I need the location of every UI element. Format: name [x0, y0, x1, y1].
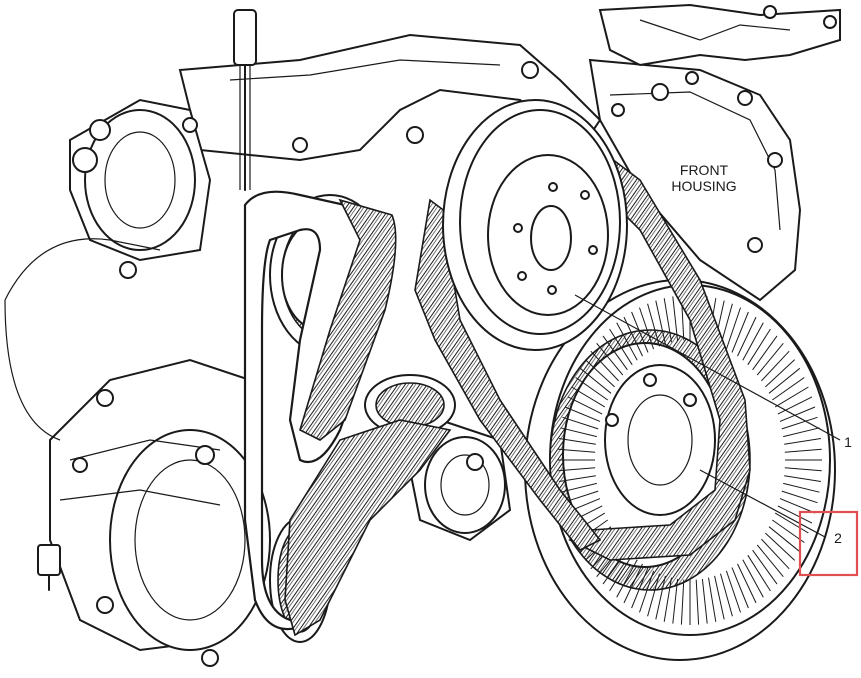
front-housing-label-line1: FRONT — [680, 162, 729, 178]
damper-fin — [774, 386, 809, 408]
damper-fin — [655, 300, 666, 345]
damper-fin — [560, 482, 597, 493]
callout-2-leader — [699, 469, 826, 538]
damper-fin — [781, 490, 818, 504]
fan-pulley — [442, 99, 628, 351]
compressor-belt — [243, 190, 452, 637]
damper-fin — [761, 538, 790, 570]
damper-fin — [731, 567, 749, 609]
main-belt — [414, 148, 751, 561]
damper-fin — [781, 416, 818, 430]
front-housing-label: FRONT HOUSING — [671, 162, 736, 194]
damper-fin — [590, 350, 619, 382]
damper-fin — [663, 577, 672, 622]
damper-fin — [752, 549, 778, 585]
damper-fin — [672, 578, 679, 624]
damper-fin — [708, 577, 717, 622]
damper-fin — [756, 544, 784, 578]
damper-fin — [616, 559, 638, 598]
damper-fin — [720, 573, 733, 617]
damper-fin — [737, 563, 757, 604]
damper-fin — [609, 554, 633, 592]
damper-fin — [752, 335, 778, 371]
damper-fin — [784, 475, 821, 482]
front-housing-label-line2: HOUSING — [671, 178, 736, 194]
damper-fin — [564, 406, 601, 422]
damper-fin — [784, 448, 822, 453]
callout-2: 2 — [699, 469, 859, 577]
damper-fin — [602, 335, 628, 371]
callout-2-number: 2 — [834, 530, 842, 546]
damper-fin — [609, 328, 633, 366]
damper-fin — [783, 482, 820, 493]
damper-fin — [631, 311, 649, 353]
damper-fin — [558, 467, 596, 472]
damper-fin — [559, 438, 596, 445]
damper-fin — [783, 427, 820, 438]
damper-fin — [560, 427, 597, 438]
damper-fin — [747, 328, 771, 366]
damper-fin — [765, 532, 796, 561]
callout-2-highlight-box — [798, 510, 859, 577]
alternator — [4, 299, 271, 667]
callout-1-number: 1 — [844, 434, 852, 450]
damper-fin — [784, 467, 822, 472]
damper-fin — [623, 563, 643, 604]
pulley-bolt-holes — [513, 182, 598, 295]
damper-fin — [725, 570, 741, 613]
damper-fin — [765, 359, 796, 388]
damper-fin — [779, 498, 816, 514]
damper-fin — [631, 567, 649, 609]
damper-fin — [680, 579, 685, 625]
damper-fin — [737, 316, 757, 357]
damper-fin — [714, 575, 725, 620]
damper-fin — [777, 396, 813, 415]
damper-fin — [756, 342, 784, 376]
damper-fin — [655, 575, 666, 620]
damper-fin — [761, 350, 790, 382]
damper-fin — [768, 526, 801, 553]
damper-fin — [768, 367, 801, 394]
damper-fin — [747, 554, 771, 592]
engine-block — [178, 3, 841, 302]
dipstick — [233, 9, 257, 191]
damper-fin — [742, 322, 764, 361]
damper-fin — [639, 307, 655, 350]
damper-fin — [774, 512, 809, 534]
damper-fin — [731, 311, 749, 353]
damper-fin — [562, 416, 599, 430]
damper-fin — [567, 396, 603, 415]
damper-fin — [701, 578, 708, 624]
damper-fin — [695, 579, 700, 625]
damper-fin — [559, 475, 596, 482]
damper-fin — [579, 367, 612, 394]
damper-fin — [777, 505, 813, 524]
ac-compressor — [4, 98, 212, 301]
damper-fin — [558, 448, 596, 453]
damper-fin — [672, 296, 679, 342]
damper-fin — [616, 322, 638, 361]
damper-fin — [742, 559, 764, 598]
damper-fin — [639, 570, 655, 613]
damper-fin — [784, 438, 821, 445]
damper-fin — [584, 359, 615, 388]
damper-fin — [647, 303, 660, 347]
damper-fin — [779, 406, 816, 422]
damper-fin — [663, 298, 672, 343]
callout-1-leader — [574, 294, 841, 441]
damper-fin — [575, 377, 608, 401]
damper-fin — [725, 307, 741, 350]
callout-1: 1 — [574, 294, 852, 450]
housing-bolts — [611, 5, 837, 253]
damper-fin — [571, 386, 606, 408]
damper-fin — [772, 377, 805, 401]
damper-fin — [647, 573, 660, 617]
damper-fin — [596, 342, 624, 376]
